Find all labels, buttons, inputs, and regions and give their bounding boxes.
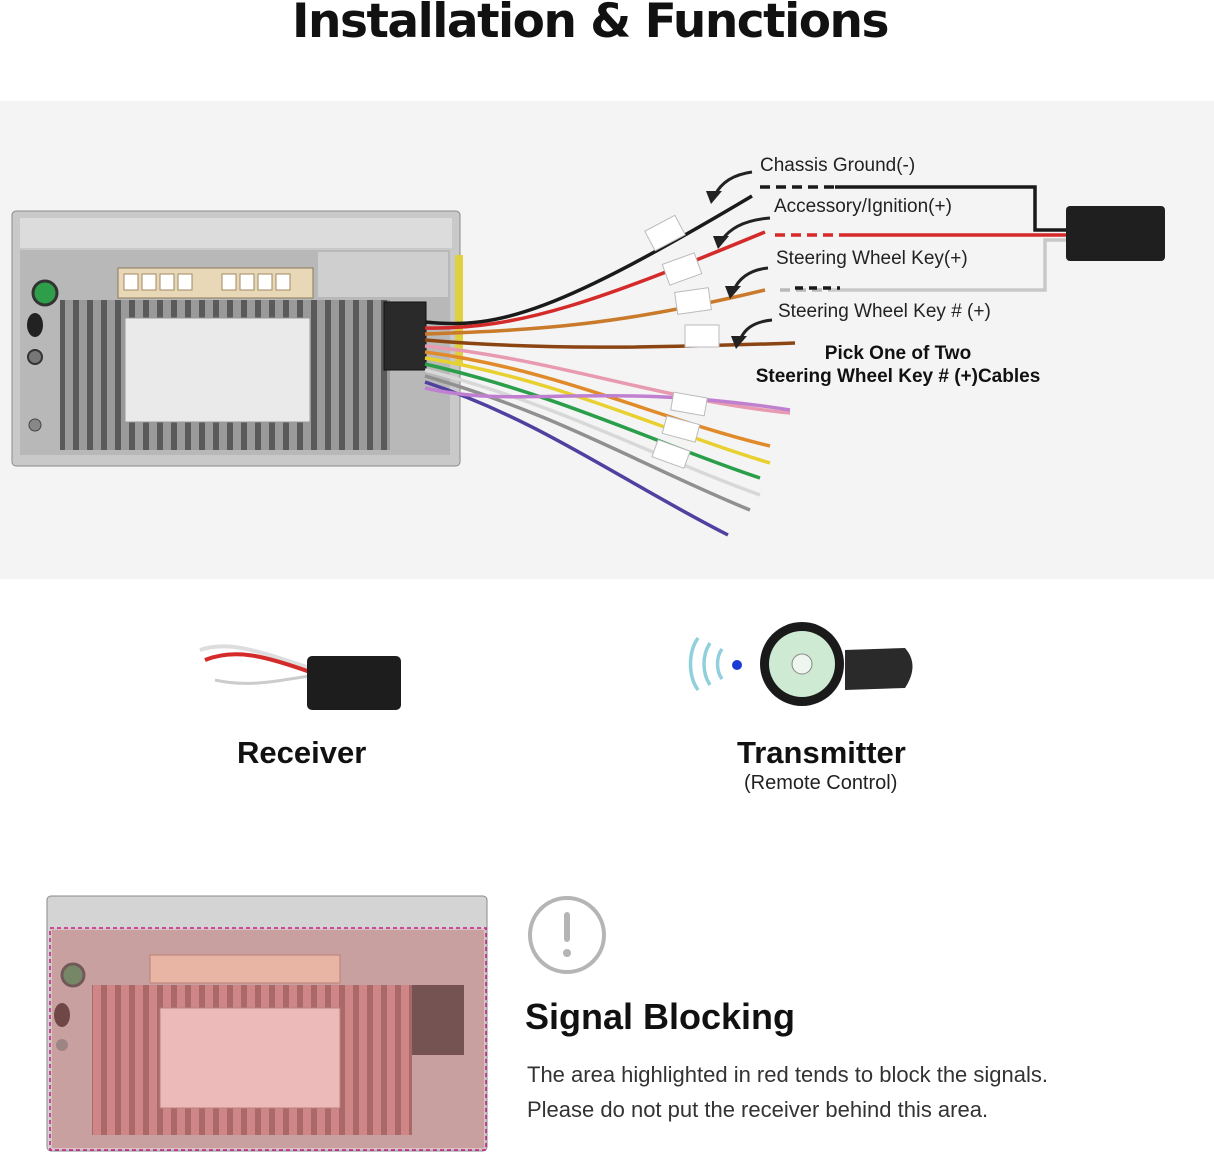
signal-blocking-heading: Signal Blocking xyxy=(525,996,796,1037)
transmitter-device xyxy=(688,622,913,706)
label-accessory-ignition: Accessory/Ignition(+) xyxy=(774,196,952,217)
head-unit-blocking xyxy=(46,895,488,1152)
label-chassis-ground: Chassis Ground(-) xyxy=(760,155,916,176)
signal-block-highlight xyxy=(49,927,487,1151)
receiver-device xyxy=(199,644,401,710)
pick-note-line1: Pick One of Two xyxy=(824,343,972,364)
transmitter-sublabel: (Remote Control) xyxy=(744,772,898,794)
wire-tags xyxy=(644,214,720,469)
signal-blocking-text: The area highlighted in red tends to blo… xyxy=(527,1057,1048,1127)
pick-note-line2: Steering Wheel Key # (+)Cables xyxy=(755,366,1041,387)
wire-harness xyxy=(424,194,796,537)
curved-arrows xyxy=(713,170,773,341)
head-unit-rear xyxy=(11,210,463,467)
page-title: Installation & Functions xyxy=(292,0,889,49)
label-steering-wheel-key: Steering Wheel Key(+) xyxy=(776,248,968,269)
signal-blocking-line1: The area highlighted in red tends to blo… xyxy=(527,1062,1048,1087)
receiver-box-top xyxy=(1066,206,1165,261)
transmitter-label: Transmitter xyxy=(737,735,906,770)
receiver-connections xyxy=(760,185,1070,292)
pick-note: Pick One of Two Steering Wheel Key # (+)… xyxy=(740,342,1056,388)
arrow-heads xyxy=(706,191,747,349)
exclamation-icon xyxy=(528,896,606,974)
signal-blocking-line2: Please do not put the receiver behind th… xyxy=(527,1097,989,1122)
label-steering-wheel-key-hash: Steering Wheel Key # (+) xyxy=(778,301,991,322)
receiver-label: Receiver xyxy=(237,735,367,770)
